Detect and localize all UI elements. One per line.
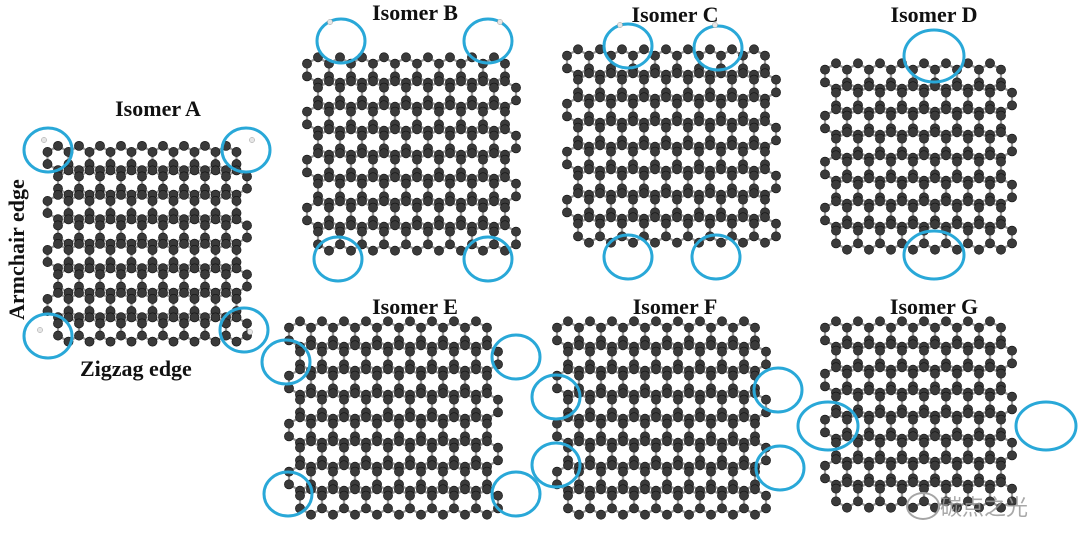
isomer-d-title: Isomer D bbox=[890, 2, 978, 27]
isomer-e-title: Isomer E bbox=[372, 294, 458, 319]
isomer-a-title: Isomer A bbox=[115, 96, 201, 121]
wechat-icon bbox=[906, 492, 940, 520]
isomer-c-title: Isomer C bbox=[631, 2, 719, 27]
isomer-g-title: Isomer G bbox=[889, 294, 979, 319]
isomer-b-title: Isomer B bbox=[372, 0, 458, 25]
zigzag-edge-label: Zigzag edge bbox=[80, 356, 192, 381]
watermark-text: 碳点之光 bbox=[940, 496, 1029, 521]
isomer-f-title: Isomer F bbox=[632, 294, 718, 319]
